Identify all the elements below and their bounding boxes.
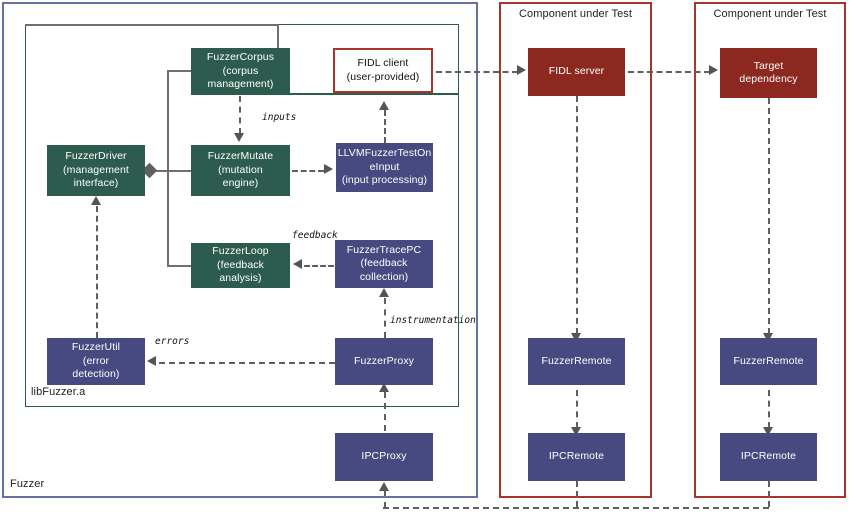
- edge-util-driver-dash: [96, 206, 98, 338]
- edge-ipcproxy-fuzzerproxy-arrowhead: [379, 383, 389, 392]
- edge-feedback-dash: [304, 265, 334, 267]
- edge-errors-arrowhead: [147, 356, 156, 366]
- edge-target-remote2-dash: [768, 98, 770, 334]
- edge-instrumentation-arrowhead: [379, 288, 389, 297]
- edge-remote2-ipcremote2-arrowhead: [763, 427, 773, 436]
- node-ipc-remote-2[interactable]: IPCRemote: [720, 433, 817, 481]
- node-target-dependency-label: Target dependency: [739, 59, 798, 85]
- node-fuzzer-mutate[interactable]: FuzzerMutate (mutation engine): [191, 145, 290, 196]
- component-under-test-1-container: [499, 2, 652, 498]
- edge-label-inputs: inputs: [262, 112, 297, 123]
- edge-llvm-fidlclient-arrowhead: [379, 101, 389, 110]
- edge-instrumentation-dash: [384, 298, 386, 338]
- edge-fidlserver-target-arrowhead: [709, 65, 718, 75]
- edge-fidlclient-fidlserver-arrowhead: [517, 65, 526, 75]
- edge-remote1-ipcremote1-arrowhead: [571, 427, 581, 436]
- node-fidl-client[interactable]: FIDL client (user-provided): [333, 48, 433, 93]
- edge-inputs-dash: [239, 96, 241, 134]
- node-ipc-remote-1[interactable]: IPCRemote: [528, 433, 625, 481]
- edge-inputs-arrowhead: [234, 133, 244, 142]
- node-llvm-fuzzer-test-one-input[interactable]: LLVMFuzzerTestOn eInput (input processin…: [336, 143, 433, 192]
- node-fuzzer-proxy[interactable]: FuzzerProxy: [335, 338, 433, 385]
- edge-feedback-arrowhead: [293, 259, 302, 269]
- edge-errors-dash: [159, 362, 335, 364]
- node-ipc-remote-2-label: IPCRemote: [740, 450, 797, 463]
- edge-fidlserver-target-dash: [628, 71, 710, 73]
- fuzzer-container: [2, 2, 478, 498]
- node-fuzzer-corpus-label: FuzzerCorpus (corpus management): [206, 51, 275, 91]
- edge-label-feedback: feedback: [292, 230, 338, 241]
- component-under-test-1-label: Component under Test: [518, 8, 633, 20]
- node-fuzzer-loop[interactable]: FuzzerLoop (feedback analysis): [191, 243, 290, 288]
- edge-llvm-fidlclient-dash: [384, 110, 386, 143]
- edge-ipcremote2-bus-dash: [768, 481, 770, 507]
- component-under-test-2-label: Component under Test: [713, 8, 827, 20]
- node-fuzzer-loop-label: FuzzerLoop (feedback analysis): [212, 245, 269, 285]
- edge-loop-left-horizontal: [167, 265, 192, 267]
- edge-fidlserver-remote1-dash: [576, 96, 578, 334]
- node-fuzzer-remote-2-label: FuzzerRemote: [733, 354, 804, 367]
- node-fuzzer-remote-2[interactable]: FuzzerRemote: [720, 338, 817, 385]
- edge-ipcproxy-fuzzerproxy-dash: [384, 392, 386, 431]
- edge-bus-ipcproxy-dash: [384, 490, 386, 508]
- node-target-dependency[interactable]: Target dependency: [720, 48, 817, 98]
- node-fuzzer-util-label: FuzzerUtil (error detection): [71, 341, 121, 381]
- node-fuzzer-driver-label: FuzzerDriver (management interface): [63, 150, 129, 190]
- edge-driver-mutate-horizontal: [152, 170, 192, 172]
- node-fidl-server-label: FIDL server: [548, 65, 605, 78]
- node-fuzzer-trace-pc-label: FuzzerTracePC (feedback collection): [346, 243, 422, 283]
- node-fuzzer-mutate-label: FuzzerMutate (mutation engine): [207, 150, 274, 190]
- edge-libfuzzer-top-horizontal: [25, 24, 278, 26]
- libfuzzer-container-label: libFuzzer.a: [31, 386, 86, 398]
- node-fuzzer-remote-1[interactable]: FuzzerRemote: [528, 338, 625, 385]
- edge-label-errors: errors: [155, 336, 190, 347]
- edge-target-remote2-arrowhead: [763, 333, 773, 342]
- edge-left-rail-vertical: [167, 70, 169, 266]
- edge-remote1-ipcremote1-dash: [576, 390, 578, 428]
- node-fuzzer-remote-1-label: FuzzerRemote: [541, 354, 612, 367]
- edge-remote2-ipcremote2-dash: [768, 390, 770, 428]
- edge-fidlserver-remote1-arrowhead: [571, 333, 581, 342]
- fuzzer-container-label: Fuzzer: [10, 478, 45, 490]
- node-ipc-proxy[interactable]: IPCProxy: [335, 433, 433, 481]
- node-ipc-remote-1-label: IPCRemote: [548, 450, 605, 463]
- edge-label-instrumentation: instrumentation: [390, 315, 476, 326]
- edge-ipcremote1-bus-dash: [576, 481, 578, 507]
- node-fuzzer-driver[interactable]: FuzzerDriver (management interface): [47, 145, 145, 196]
- node-llvm-fuzzer-test-one-input-label: LLVMFuzzerTestOn eInput (input processin…: [337, 147, 432, 187]
- edge-corpus-left-horizontal: [167, 70, 192, 72]
- edge-fidlclient-fidlserver-dash: [436, 71, 518, 73]
- node-fuzzer-util[interactable]: FuzzerUtil (error detection): [47, 338, 145, 385]
- component-under-test-2-container: [694, 2, 846, 498]
- edge-corpus-top-vertical: [277, 24, 279, 49]
- edge-bus-ipcproxy-arrowhead: [379, 482, 389, 491]
- node-fuzzer-trace-pc[interactable]: FuzzerTracePC (feedback collection): [335, 240, 433, 288]
- node-fuzzer-corpus[interactable]: FuzzerCorpus (corpus management): [191, 48, 290, 95]
- node-ipc-proxy-label: IPCProxy: [361, 450, 407, 463]
- edge-corpus-right-horizontal: [290, 93, 459, 95]
- edge-ipc-bus: [383, 507, 769, 509]
- node-fidl-server[interactable]: FIDL server: [528, 48, 625, 96]
- edge-mutate-llvm-dash: [292, 170, 324, 172]
- edge-mutate-llvm-arrowhead: [324, 164, 333, 174]
- node-fidl-client-label: FIDL client (user-provided): [346, 57, 420, 83]
- node-fuzzer-proxy-label: FuzzerProxy: [353, 354, 415, 367]
- edge-util-driver-arrowhead: [91, 196, 101, 205]
